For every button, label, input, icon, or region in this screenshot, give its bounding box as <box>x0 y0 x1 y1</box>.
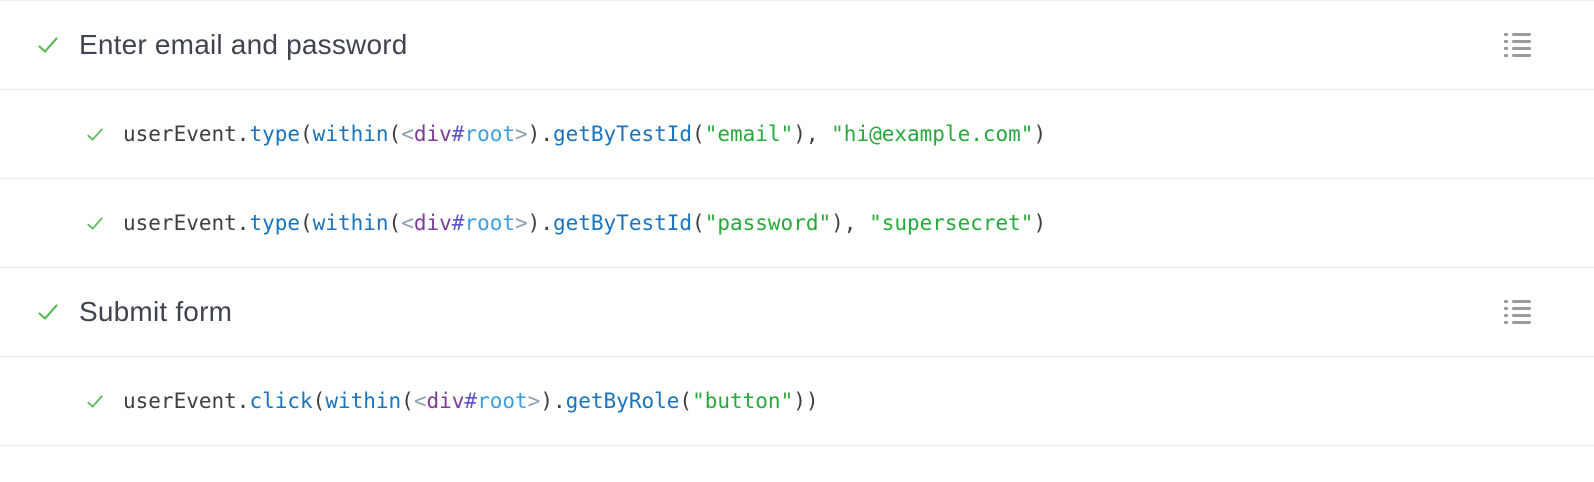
code-token: ( <box>692 122 705 146</box>
code-token: "password" <box>704 211 832 235</box>
code-token: ( <box>312 389 326 413</box>
code-token: "supersecret" <box>869 211 1034 235</box>
list-icon-row <box>1504 47 1531 50</box>
list-icon[interactable] <box>1502 31 1533 59</box>
step-label: Submit form <box>79 296 233 327</box>
code-token: "email" <box>704 122 794 146</box>
code-token: > <box>527 389 541 413</box>
code-token: > <box>515 211 528 235</box>
code-token: within <box>312 122 389 146</box>
code-token: < <box>401 122 414 146</box>
list-icon-row <box>1504 314 1531 317</box>
command-code: userEvent.type(within(<div#root>).getByT… <box>123 211 1046 235</box>
code-token: # <box>464 389 478 413</box>
command-code: userEvent.click(within(<div#root>).getBy… <box>123 389 819 413</box>
code-token: getByTestId <box>552 211 693 235</box>
code-token: ) <box>1033 211 1047 235</box>
check-icon <box>87 216 103 230</box>
code-token: "button" <box>692 389 794 413</box>
step-label: Enter email and password <box>79 29 408 60</box>
code-token: root <box>477 389 528 413</box>
code-token: userEvent. <box>123 389 250 413</box>
code-token: < <box>401 211 414 235</box>
code-token: ) <box>1033 122 1047 146</box>
code-token: getByTestId <box>552 122 693 146</box>
command-code: userEvent.type(within(<div#root>).getByT… <box>123 122 1046 146</box>
code-token: ). <box>527 211 553 235</box>
code-token: within <box>325 389 402 413</box>
list-icon-row <box>1504 307 1531 310</box>
check-icon <box>38 304 58 320</box>
code-token: within <box>312 211 389 235</box>
code-token: # <box>451 211 465 235</box>
code-token: ). <box>527 122 553 146</box>
check-icon <box>87 127 103 141</box>
list-icon[interactable] <box>1502 298 1533 326</box>
code-token: root <box>464 122 516 146</box>
code-token: > <box>515 122 528 146</box>
code-token: ( <box>300 211 313 235</box>
check-icon <box>87 394 103 408</box>
code-token: ( <box>300 122 313 146</box>
code-token: ), <box>793 122 832 146</box>
command-row[interactable]: userEvent.click(within(<div#root>).getBy… <box>0 357 1594 446</box>
code-token: click <box>249 389 313 413</box>
list-icon-row <box>1504 321 1531 324</box>
list-icon-row <box>1504 40 1531 43</box>
code-token: userEvent. <box>123 122 250 146</box>
list-icon-row <box>1504 33 1531 36</box>
code-token: )) <box>793 389 819 413</box>
code-token: ( <box>401 389 414 413</box>
code-token: div <box>413 122 452 146</box>
code-token: ). <box>540 389 566 413</box>
code-token: type <box>249 211 301 235</box>
code-token: ( <box>679 389 693 413</box>
code-token: ), <box>831 211 870 235</box>
command-row[interactable]: userEvent.type(within(<div#root>).getByT… <box>0 179 1594 268</box>
test-step-row[interactable]: Submit form <box>0 268 1594 357</box>
check-icon <box>38 37 58 53</box>
command-row[interactable]: userEvent.type(within(<div#root>).getByT… <box>0 90 1594 179</box>
code-token: ( <box>388 122 402 146</box>
list-icon-row <box>1504 54 1531 57</box>
code-token: root <box>464 211 516 235</box>
code-token: div <box>426 389 465 413</box>
code-token: "hi@example.com" <box>831 122 1034 146</box>
code-token: # <box>451 122 465 146</box>
test-step-row[interactable]: Enter email and password <box>0 1 1594 90</box>
code-token: div <box>413 211 452 235</box>
code-token: < <box>413 389 427 413</box>
code-token: ( <box>692 211 705 235</box>
code-token: ( <box>388 211 402 235</box>
list-icon-row <box>1504 300 1531 303</box>
code-token: type <box>249 122 301 146</box>
code-token: userEvent. <box>123 211 250 235</box>
code-token: getByRole <box>565 389 680 413</box>
